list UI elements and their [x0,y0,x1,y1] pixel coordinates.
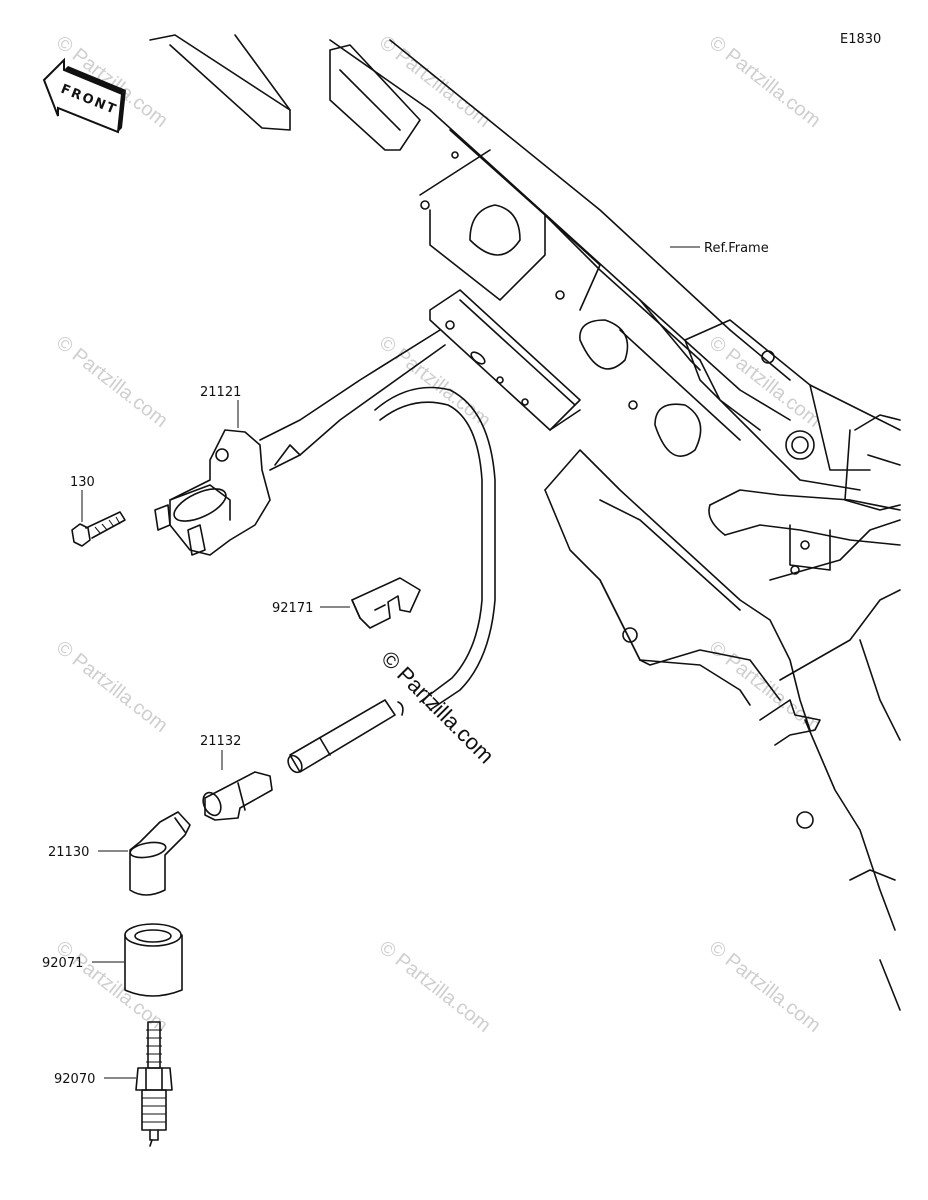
coil-bracket [429,289,581,431]
frame-lower-arm [544,449,901,1011]
watermark: © Partzilla.com [375,937,495,1037]
front-arrow-icon: FRONT [42,57,126,134]
part-label-92071[interactable]: 92071 [42,956,83,971]
cap-seal-92071[interactable] [124,923,183,997]
ref-frame-label: Ref.Frame [704,241,769,256]
part-label-21121[interactable]: 21121 [200,385,241,400]
plug-cap-21130[interactable] [129,811,191,896]
high-tension-lead [287,386,496,774]
connector-21132[interactable] [200,771,273,821]
watermark-center: © Partzilla.com [376,646,499,769]
frame-hose [708,489,901,575]
watermark: © Partzilla.com [705,937,825,1037]
spark-plug-92070[interactable] [135,1021,173,1147]
part-label-21130[interactable]: 21130 [48,845,89,860]
bolt-130[interactable] [71,511,126,547]
ignition-coil[interactable] [154,329,446,556]
watermark: © Partzilla.com [705,32,825,132]
diagram-code: E1830 [840,32,881,47]
watermark: © Partzilla.com [375,32,495,132]
frame-right-structure [684,319,901,511]
watermark: © Partzilla.com [52,637,172,737]
part-label-92171[interactable]: 92171 [272,601,313,616]
part-label-21132[interactable]: 21132 [200,734,241,749]
part-label-92070[interactable]: 92070 [54,1072,95,1087]
part-label-130[interactable]: 130 [70,475,95,490]
watermark: © Partzilla.com [52,332,172,432]
clamp-92171[interactable] [351,577,421,629]
